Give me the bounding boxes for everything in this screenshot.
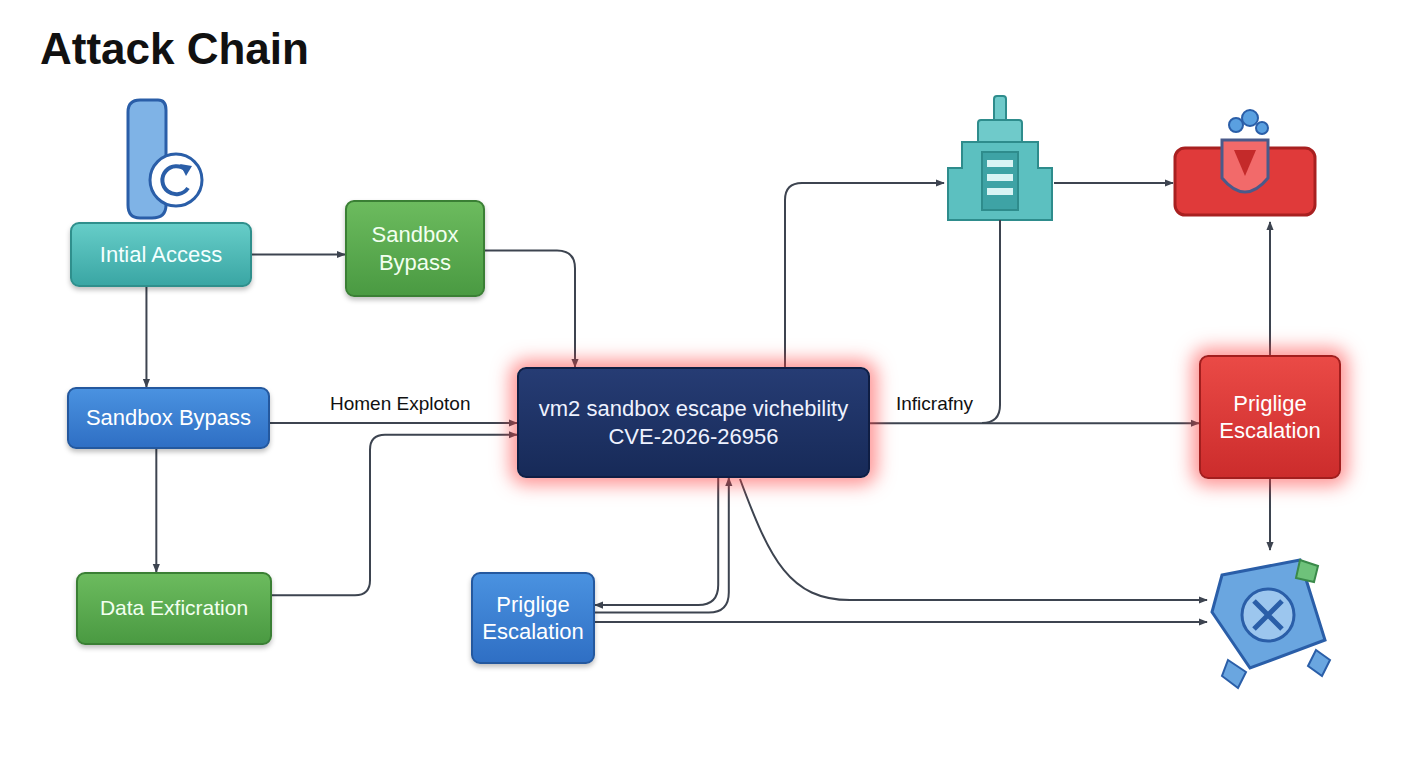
badge-icon bbox=[1212, 560, 1330, 688]
connector bbox=[870, 422, 1199, 424]
building-icon bbox=[948, 96, 1052, 220]
icon-droplet bbox=[1256, 122, 1268, 134]
edge-label: Inficrafny bbox=[896, 393, 973, 415]
wire bbox=[1269, 222, 1271, 355]
icon-window bbox=[987, 160, 1013, 167]
wire bbox=[1269, 479, 1271, 550]
connector bbox=[270, 422, 517, 424]
process-box: Priglige Escalation bbox=[471, 572, 595, 664]
icon-plate bbox=[1212, 560, 1325, 668]
node-text: Intial Access bbox=[100, 241, 222, 269]
node-text: Sandbox Bypass bbox=[351, 221, 479, 276]
refresh-icon bbox=[128, 100, 202, 218]
wire bbox=[982, 220, 1000, 423]
icon-window bbox=[987, 188, 1013, 195]
icon-disc bbox=[1242, 589, 1294, 641]
icon-door bbox=[982, 152, 1018, 210]
connector bbox=[485, 250, 575, 367]
process-box: Data Exficration bbox=[76, 572, 272, 645]
connector bbox=[595, 478, 718, 605]
connector bbox=[595, 478, 729, 612]
edge-label: Homen Exploton bbox=[330, 393, 470, 415]
icon-window bbox=[987, 174, 1013, 181]
process-box: vm2 sandbox escape vichebility CVE-2026-… bbox=[517, 367, 870, 478]
process-box: Priglige Escalation bbox=[1199, 355, 1341, 479]
icon-shield bbox=[1222, 140, 1268, 192]
node-text: Data Exficration bbox=[100, 595, 248, 621]
icon-arrow bbox=[180, 164, 192, 176]
wire bbox=[785, 183, 944, 367]
icon-droplet bbox=[1229, 118, 1243, 132]
shield-icon bbox=[1175, 110, 1315, 215]
icon-circle bbox=[150, 154, 202, 206]
process-box: Sandbox Bypass bbox=[67, 387, 270, 449]
node-text: Priglige Escalation bbox=[1205, 390, 1335, 445]
icon-cap bbox=[978, 120, 1022, 144]
wire bbox=[1054, 182, 1173, 184]
wire bbox=[740, 479, 1207, 600]
connector bbox=[145, 287, 147, 387]
icon-piece bbox=[1296, 560, 1318, 582]
process-box: Intial Access bbox=[70, 222, 252, 287]
diagram-title: Attack Chain bbox=[40, 24, 309, 74]
icon-piece bbox=[1308, 650, 1330, 676]
icon-cross bbox=[1254, 601, 1282, 629]
icon-gem bbox=[1234, 150, 1256, 176]
icon-building bbox=[948, 142, 1052, 220]
icon-droplet bbox=[1242, 110, 1258, 126]
node-text: Priglige Escalation bbox=[477, 591, 589, 646]
node-text: Sandbox Bypass bbox=[86, 404, 251, 432]
wire bbox=[595, 621, 1207, 623]
process-box: Sandbox Bypass bbox=[345, 200, 485, 297]
icon-piece bbox=[1222, 660, 1246, 688]
connector bbox=[252, 254, 345, 256]
node-text: vm2 sandbox escape vichebility CVE-2026-… bbox=[523, 395, 864, 450]
connector bbox=[155, 449, 157, 572]
